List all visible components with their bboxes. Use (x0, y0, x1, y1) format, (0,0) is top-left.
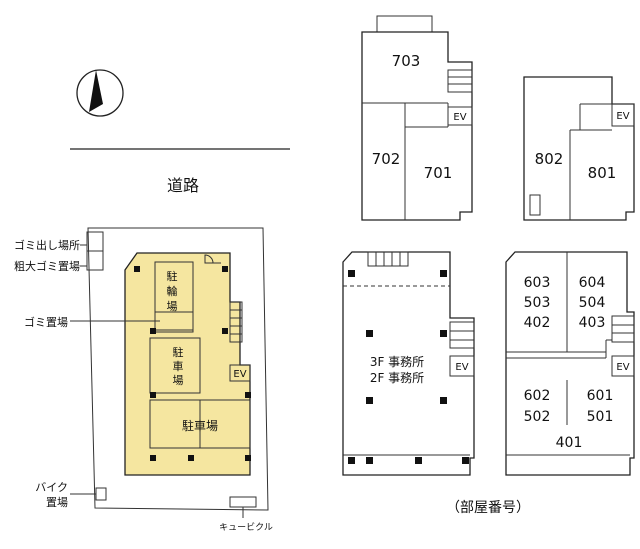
floor23-columns (348, 270, 469, 464)
parking-small-char-2: 車 (173, 359, 184, 373)
unit-501: 501 (587, 409, 614, 425)
floor8-ev-label: EV (616, 111, 629, 122)
floor23-plan: EV 3F 事務所 2F 事務所 (342, 251, 475, 476)
unit-401: 401 (556, 435, 583, 451)
bike-label-1: バイク (35, 481, 68, 494)
floor456-ev-box (611, 355, 635, 377)
unit-601: 601 (587, 388, 614, 404)
cubicle-label: キュービクル (219, 522, 273, 533)
floor7-ev-box (447, 106, 473, 126)
cubicle-box (229, 496, 257, 508)
building-footprint (124, 252, 251, 476)
floor8-plan: EV 802 801 (523, 76, 635, 221)
floor7-stairs-icon (447, 69, 473, 93)
unit-702: 702 (372, 150, 401, 168)
unit-703: 703 (392, 52, 421, 70)
bike-label-2: 置場 (46, 496, 68, 509)
floor8-ev-box (611, 103, 635, 127)
parking-small-char-1: 駐 (173, 345, 184, 359)
room-number-caption: （部屋番号） (446, 500, 530, 516)
floor23-ev-label: EV (455, 362, 468, 373)
floor7-ev-label: EV (453, 112, 466, 123)
site-ev-label: EV (233, 369, 246, 380)
site-plan: ゴミ出し場所 粗大ゴミ置場 駐 輪 場 ゴミ置場 駐 車 場 (14, 227, 273, 533)
trash-label: ゴミ置場 (24, 315, 68, 329)
bicycle-parking-char-1: 駐 (167, 269, 178, 283)
office-3f-label: 3F 事務所 (370, 355, 424, 369)
unit-503: 503 (524, 295, 551, 311)
unit-801: 801 (588, 164, 617, 182)
unit-802: 802 (535, 150, 564, 168)
bicycle-parking-char-2: 輪 (167, 284, 178, 298)
unit-603: 603 (524, 275, 551, 291)
unit-403: 403 (579, 315, 606, 331)
bicycle-parking-area (154, 261, 194, 333)
office-2f-label: 2F 事務所 (370, 371, 424, 385)
trash-out-label: ゴミ出し場所 (14, 238, 80, 252)
unit-604: 604 (579, 275, 606, 291)
bulky-trash-label: 粗大ゴミ置場 (14, 259, 80, 273)
parking-small-area (149, 337, 201, 394)
north-compass-icon (76, 69, 124, 117)
floor456-ev-label: EV (616, 362, 629, 373)
parking-small-char-3: 場 (173, 374, 184, 387)
stairs-icon (229, 301, 243, 343)
site-ev-box (229, 364, 251, 382)
floor7-plan: EV 703 702 701 (361, 15, 473, 221)
parking-large-label: 駐車場 (182, 418, 218, 433)
bike-parking-box (95, 487, 107, 501)
unit-701: 701 (424, 164, 453, 182)
site-columns (134, 266, 251, 461)
unit-502: 502 (524, 409, 551, 425)
road-label: 道路 (167, 176, 199, 195)
unit-504: 504 (579, 295, 606, 311)
floor23-ev-box (449, 355, 475, 377)
floor23-stairs-icon (367, 251, 409, 267)
lot-boundary (87, 227, 269, 511)
bicycle-parking-char-3: 場 (167, 300, 178, 313)
unit-402: 402 (524, 315, 551, 331)
unit-602: 602 (524, 388, 551, 404)
floor456-plan: EV 603 503 402 604 504 403 602 502 601 5… (505, 251, 635, 476)
